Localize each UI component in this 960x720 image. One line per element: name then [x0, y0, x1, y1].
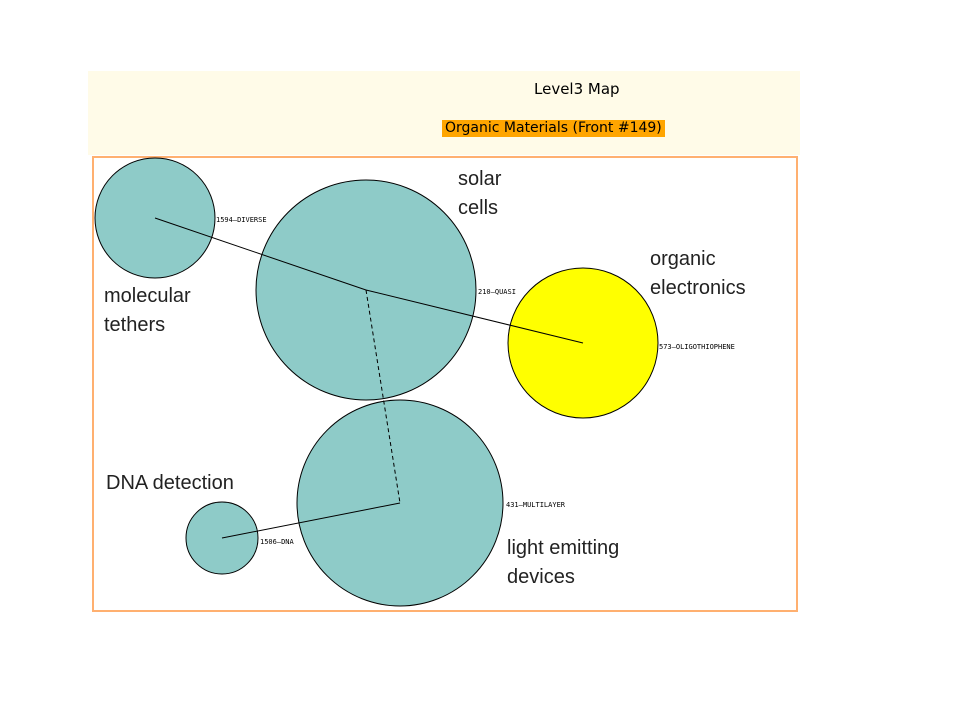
- annotation-molecular-tethers: molecular tethers: [104, 285, 191, 336]
- cluster-573-label: 573–OLIGOTHIOPHENE: [659, 343, 735, 351]
- cluster-1506-label: 1506–DNA: [260, 538, 295, 546]
- cluster-431-label: 431–MULTILAYER: [506, 501, 566, 509]
- annotation-dna-detection: DNA detection: [106, 472, 234, 494]
- link-210-431: [365, 289, 401, 504]
- link-431-1506: [221, 502, 401, 539]
- map-frame: [92, 156, 798, 612]
- annotation-organic-electronics: organic electronics: [650, 248, 746, 299]
- map-header-band: [88, 71, 800, 155]
- cluster-210-label: 210–QUASI: [478, 288, 516, 296]
- annotation-solar-cells: solar cells: [458, 168, 502, 219]
- link-210-573: [365, 289, 584, 344]
- link-1594-210: [154, 217, 367, 291]
- annotation-light-emitting-devices: light emitting devices: [507, 537, 620, 588]
- map-subtitle: Organic Materials (Front #149): [442, 120, 665, 137]
- map-title: Level3 Map: [534, 80, 620, 98]
- cluster-1594-label: 1594–DIVERSE: [216, 216, 267, 224]
